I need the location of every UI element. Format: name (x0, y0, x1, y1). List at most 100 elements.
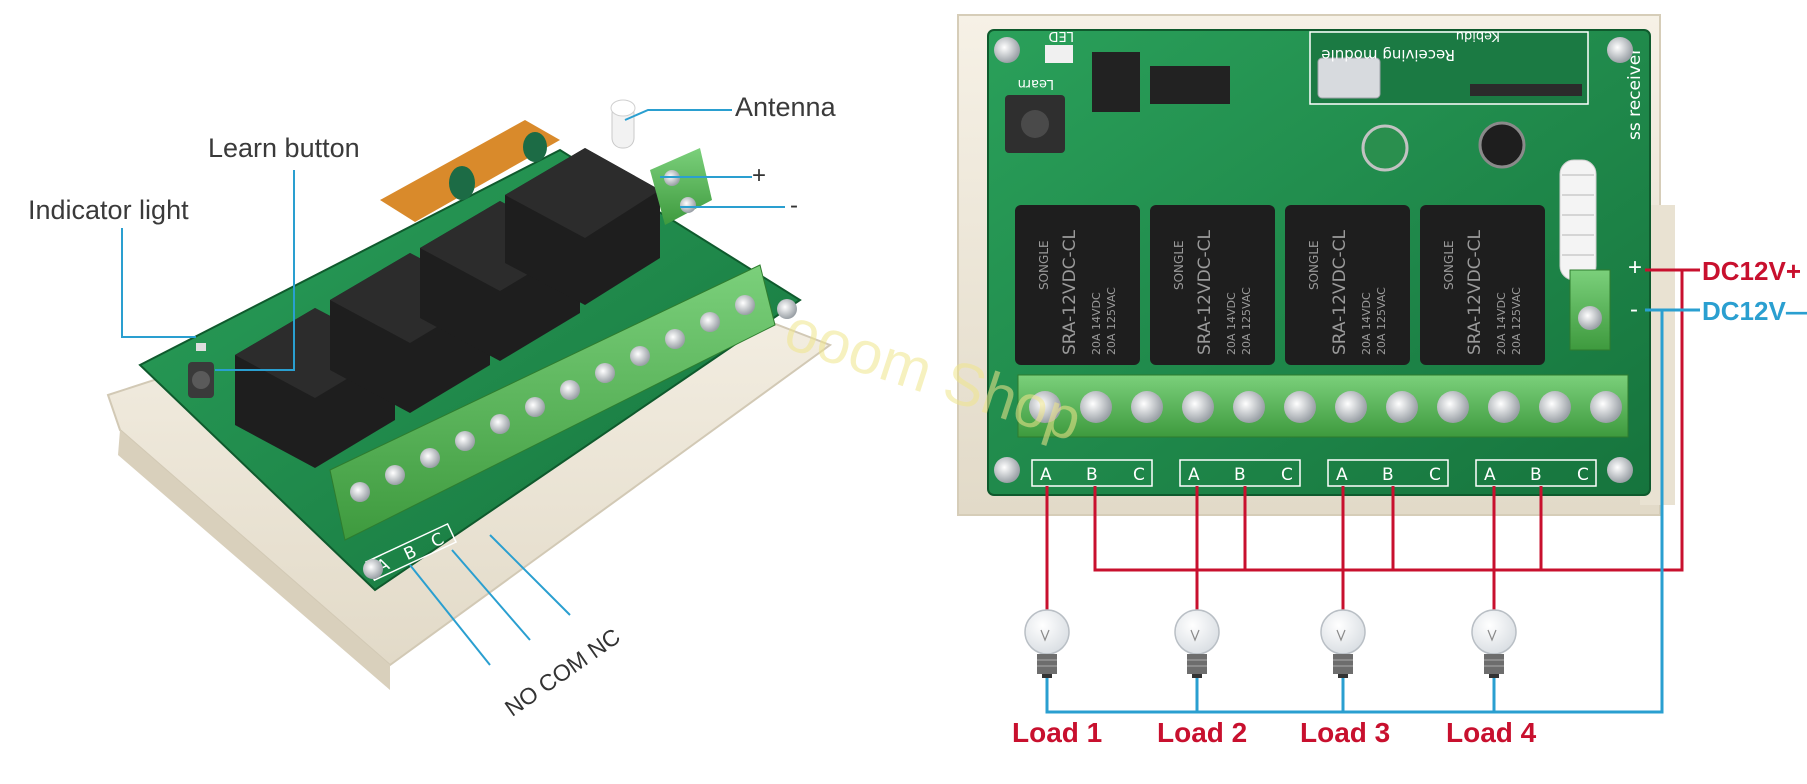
abc-2-b: B (1234, 465, 1246, 485)
relay-1-rating-1: 20A 14VDC (1090, 292, 1103, 355)
board-minus-sign: - (1630, 296, 1638, 323)
capacitor (449, 166, 475, 200)
antenna-coil-turns (1562, 174, 1594, 256)
left-callout-lines (121, 109, 785, 666)
relay-3-brand: SONGLE (1307, 240, 1321, 290)
crystal (1317, 57, 1381, 99)
relay-1-model: SRA-12VDC-CL (1060, 229, 1080, 355)
power-terminal-block (650, 148, 712, 225)
relay-2: SRA-12VDC-CL SONGLE 20A 14VDC 20A 125VAC (1150, 205, 1275, 365)
relay-4-rating-1: 20A 14VDC (1495, 292, 1508, 355)
base-plate-edge (118, 430, 390, 690)
left-relays (235, 148, 660, 468)
learn-button-leader (215, 170, 295, 371)
abc-group-1: A B C (1031, 459, 1153, 487)
output-terminal-strip (329, 264, 776, 541)
relay-1-brand: SONGLE (1037, 240, 1051, 290)
power-screw-minus (680, 197, 696, 213)
corner-screw (994, 457, 1020, 483)
brand-text: Kebidu (1456, 28, 1500, 43)
relay-4-rating-2: 20A 125VAC (1510, 287, 1523, 355)
abc-1-b: B (1086, 465, 1098, 485)
abc-3-b: B (1382, 465, 1394, 485)
relay-3-model: SRA-12VDC-CL (1330, 229, 1350, 355)
capacitor-2 (523, 132, 547, 162)
wiring-blue (1045, 308, 1664, 714)
load-3-label: Load 3 (1300, 717, 1391, 748)
relay-1: SRA-12VDC-CL SONGLE 20A 14VDC 20A 125VAC (1015, 205, 1140, 365)
bulb-icon (1174, 609, 1220, 678)
antenna-coil (610, 99, 636, 149)
abc-4-b: B (1530, 465, 1542, 485)
relay-2-rating-2: 20A 125VAC (1240, 287, 1253, 355)
right-board-illustration: Receiving module Kebidu Learn LED ss rec… (957, 14, 1675, 516)
indicator-light-leader (121, 228, 196, 338)
mount-screw (363, 559, 383, 579)
bulb-icon (1471, 609, 1517, 678)
plus-callout: + (752, 162, 767, 189)
mount-screw (777, 299, 797, 319)
abc-2-a: A (1188, 465, 1200, 485)
relay-4: SRA-12VDC-CL SONGLE 20A 14VDC 20A 125VAC (1420, 205, 1545, 365)
right-antenna-coil (1559, 159, 1597, 281)
right-terminal-screws (1029, 391, 1622, 423)
corner-screw (1607, 457, 1633, 483)
dc-negative-wire (1045, 308, 1664, 714)
board-plus-sign: + (1628, 254, 1643, 281)
light-bulbs (1024, 609, 1517, 678)
corner-screw (994, 37, 1020, 63)
bulb-icon (1024, 609, 1070, 678)
right-abc-labels: A B C A B C A B C A B C (1031, 459, 1597, 487)
corner-screw (1607, 37, 1633, 63)
load-4-label: Load 4 (1446, 717, 1537, 748)
no-leader (409, 564, 491, 666)
receiving-module-text: Receiving module (1321, 46, 1455, 64)
com-leader (451, 549, 531, 641)
antenna-leader (624, 109, 732, 121)
abc-3-a: A (1336, 465, 1348, 485)
relay-3: SRA-12VDC-CL SONGLE 20A 14VDC 20A 125VAC (1285, 205, 1410, 365)
abc-4-a: A (1484, 465, 1496, 485)
led-board-text: LED (1049, 28, 1074, 43)
dc12v-negative-label: DC12V— (1702, 296, 1807, 326)
right-output-terminal-strip (1017, 374, 1629, 438)
dc12v-positive-label: DC12V+ (1702, 256, 1801, 286)
indicator-led (196, 343, 206, 351)
right-power-screw (1578, 306, 1602, 330)
indicator-light-callout: Indicator light (28, 195, 189, 225)
nc-leader (489, 534, 571, 616)
receiver-board-text: ss receiver (1625, 48, 1645, 140)
load-1-label: Load 1 (1012, 717, 1103, 748)
abc-group-2: A B C (1179, 459, 1301, 487)
bulb-icon (1320, 609, 1366, 678)
learn-button-cap (192, 371, 210, 389)
relay-1-rating-2: 20A 125VAC (1105, 287, 1118, 355)
relay-4-model: SRA-12VDC-CL (1465, 229, 1485, 355)
ic-chip-2 (1150, 66, 1230, 104)
capacitor-a (1361, 124, 1409, 172)
minus-callout: - (790, 192, 798, 219)
antenna-callout: Antenna (735, 92, 836, 122)
abc-4-c: C (1577, 465, 1589, 485)
abc-1-c: C (1133, 465, 1145, 485)
capacitor-b (1478, 121, 1526, 169)
ic-chip (1092, 52, 1140, 112)
relay-2-brand: SONGLE (1172, 240, 1186, 290)
abc-3-c: C (1429, 465, 1441, 485)
relay-3-rating-2: 20A 125VAC (1375, 287, 1388, 355)
abc-group-4: A B C (1475, 459, 1597, 487)
module-chip (1470, 84, 1582, 96)
relay-4-brand: SONGLE (1442, 240, 1456, 290)
abc-2-c: C (1281, 465, 1293, 485)
output-terminal-screws (350, 295, 755, 502)
relay-2-rating-1: 20A 14VDC (1225, 292, 1238, 355)
relay-2-model: SRA-12VDC-CL (1195, 229, 1215, 355)
load-2-label: Load 2 (1157, 717, 1248, 748)
abc-group-3: A B C (1327, 459, 1449, 487)
right-relays: SRA-12VDC-CL SONGLE 20A 14VDC 20A 125VAC… (1015, 205, 1545, 365)
left-board-illustration: A B C (106, 99, 833, 690)
learn-board-text: Learn (1018, 76, 1054, 91)
right-learn-button-cap (1021, 110, 1049, 138)
